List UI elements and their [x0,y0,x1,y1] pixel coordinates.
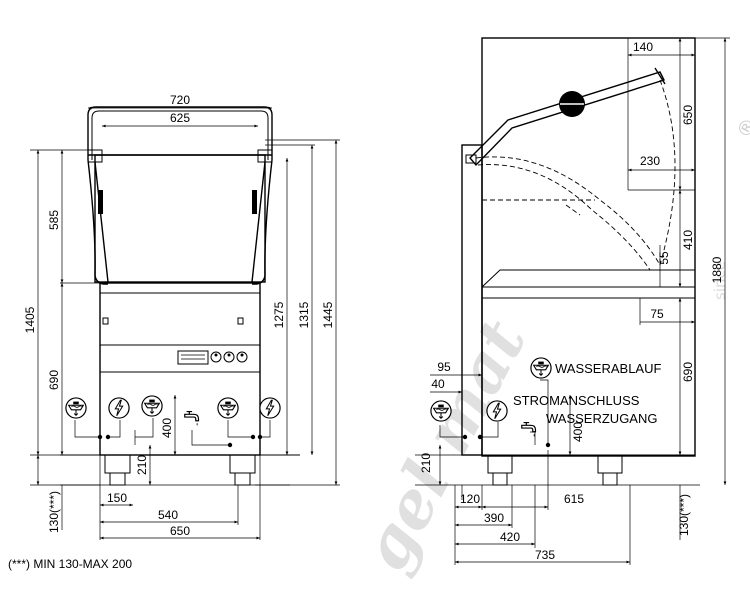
drain-icon [141,395,163,417]
dim-130-front: 130(***) [47,491,61,533]
water-tap-icon [521,421,537,438]
dim-1405: 1405 [23,306,37,333]
drain-icon [530,357,552,379]
dim-55: 55 [657,251,671,265]
dim-210-side: 210 [419,453,433,473]
front-knob-1 [210,351,222,363]
side-handle [469,71,665,167]
lightning-icon [108,397,130,419]
dim-720: 720 [170,93,190,107]
label-stromanschluss: STROMANSCHLUSS [513,393,640,408]
dim-210-front: 210 [135,455,149,475]
dim-540: 540 [158,508,178,522]
dim-400-front: 400 [160,418,174,438]
side-view: WASSERABLAUF STROMANSCHLUSS WASSERZUGANG… [415,37,730,565]
label-wasserablauf: WASSERABLAUF [555,361,661,376]
dim-585: 585 [47,210,61,230]
dim-410: 410 [681,230,695,250]
front-hood [94,154,266,283]
dim-120: 120 [460,492,480,506]
dim-735: 735 [535,548,555,562]
dim-1315: 1315 [297,301,311,328]
dim-150: 150 [107,491,127,505]
water-tap-icon [184,410,200,427]
footnote: (***) MIN 130-MAX 200 [8,557,132,571]
dim-230: 230 [640,154,660,168]
dim-690-side: 690 [681,362,695,382]
watermark-registered: ® [731,113,750,142]
dim-75: 75 [650,307,664,321]
dim-40: 40 [431,377,445,391]
dim-420: 420 [500,530,520,544]
dim-1445: 1445 [321,301,335,328]
front-connections [74,418,271,448]
front-knob-3 [236,351,248,363]
dim-390: 390 [484,511,504,525]
dim-1880: 1880 [710,256,724,283]
lightning-icon [259,397,281,419]
front-body [99,282,261,456]
front-view: 720 625 1405 585 690 130(***) 1275 1315 … [23,93,340,540]
front-knob-2 [223,351,235,363]
dim-650-front: 650 [170,524,190,538]
dim-650-side: 650 [681,105,695,125]
drain-icon [430,400,452,422]
lightning-icon [486,400,508,422]
drain-icon [65,397,87,419]
dim-130-side: 130(***) [677,494,691,536]
side-swing-path [475,156,661,271]
dim-615: 615 [564,492,584,506]
label-wasserzugang: WASSERZUGANG [546,411,657,426]
dim-625: 625 [170,111,190,125]
front-display [177,350,209,365]
dim-400-side: 400 [571,422,585,442]
dim-1275: 1275 [272,301,286,328]
dim-140: 140 [633,40,653,54]
dim-95: 95 [437,360,451,374]
drain-icon [217,397,239,419]
dim-690-front: 690 [47,370,61,390]
